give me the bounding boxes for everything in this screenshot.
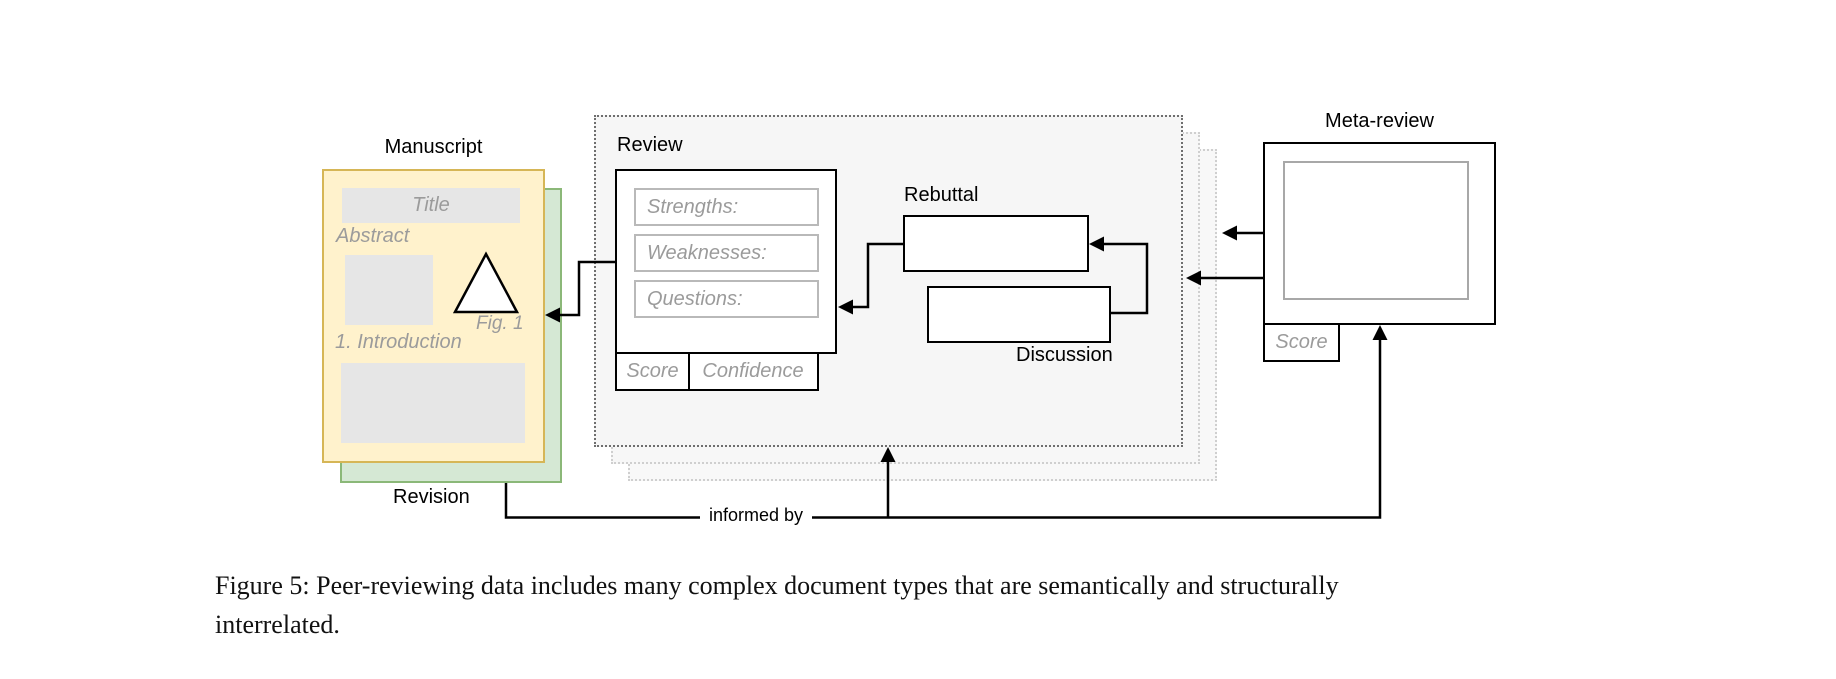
- review-confidence-text: Confidence: [702, 360, 804, 382]
- meta-review-score-box: Score: [1263, 323, 1340, 362]
- manuscript-title-bar: Title: [342, 188, 520, 223]
- figure-caption-line1: Figure 5: Peer-reviewing data includes m…: [215, 571, 1339, 600]
- manuscript-abstract-label: Abstract: [336, 225, 410, 247]
- review-questions-text: Questions:: [647, 287, 743, 310]
- rebuttal-box: [903, 215, 1089, 272]
- review-strengths-text: Strengths:: [647, 195, 739, 218]
- meta-review-content-block: [1283, 161, 1469, 300]
- review-strengths-field: Strengths:: [634, 188, 819, 226]
- discussion-box: [927, 286, 1111, 343]
- review-confidence-box: Confidence: [687, 352, 819, 391]
- review-score-box: Score: [615, 352, 690, 391]
- figure-triangle-icon: [452, 251, 520, 314]
- arrow-meta-review-to-review-stack-upper: [1222, 225, 1263, 241]
- meta-review-box: [1263, 142, 1496, 325]
- figure-caption: Figure 5: Peer-reviewing data includes m…: [215, 566, 1675, 644]
- manuscript-title-text: Title: [412, 194, 450, 216]
- revision-label: Revision: [393, 486, 470, 508]
- meta-review-score-text: Score: [1275, 331, 1328, 353]
- figure-caption-line2: interrelated.: [215, 610, 340, 639]
- rebuttal-label: Rebuttal: [904, 184, 979, 206]
- review-weaknesses-field: Weaknesses:: [634, 234, 819, 272]
- review-weaknesses-text: Weaknesses:: [647, 241, 767, 264]
- manuscript-label: Manuscript: [384, 136, 483, 158]
- manuscript-intro-label: 1. Introduction: [335, 331, 462, 353]
- manuscript-abstract-block: [345, 255, 433, 325]
- manuscript-intro-block: [341, 363, 525, 443]
- manuscript-box: Title Abstract Fig. 1 1. Introduction: [322, 169, 545, 463]
- discussion-label: Discussion: [1016, 344, 1113, 366]
- review-questions-field: Questions:: [634, 280, 819, 318]
- review-label: Review: [617, 134, 683, 156]
- manuscript-figure-label: Fig. 1: [476, 313, 524, 334]
- informed-by-label: informed by: [708, 505, 804, 525]
- review-score-text: Score: [626, 360, 679, 382]
- review-box: Strengths: Weaknesses: Questions:: [615, 169, 837, 354]
- meta-review-label: Meta-review: [1325, 110, 1434, 132]
